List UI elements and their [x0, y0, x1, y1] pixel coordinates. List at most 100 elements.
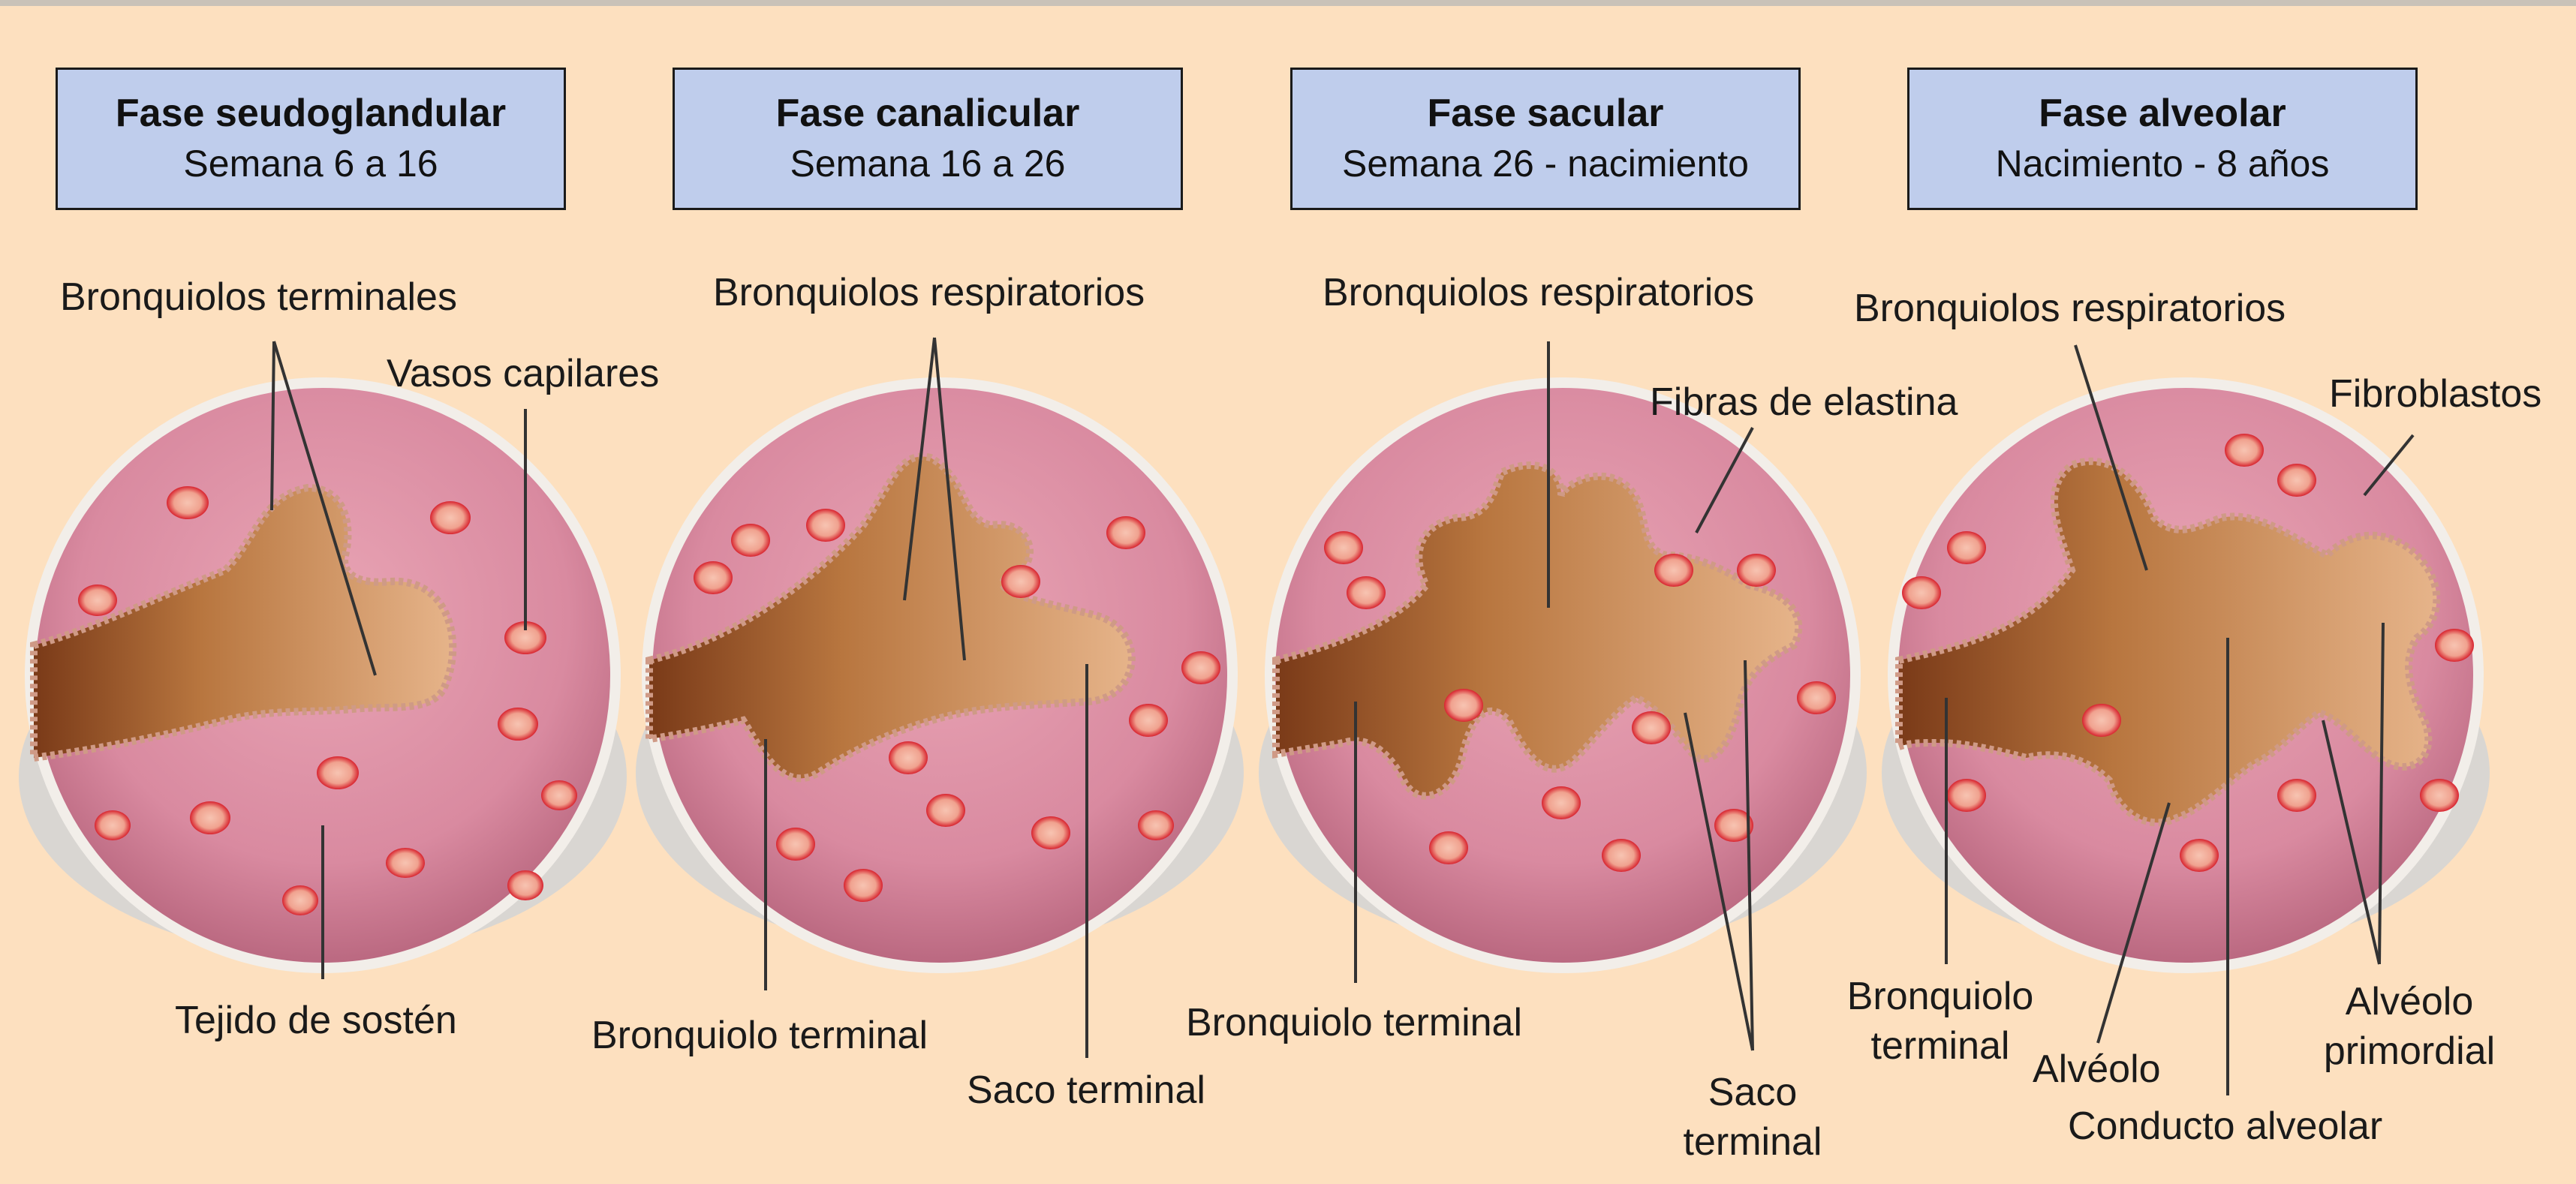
capillary-vessel	[1797, 681, 1836, 714]
panel-4-illustration	[1882, 344, 2490, 1095]
capillary-vessel	[1001, 565, 1040, 598]
capillary-vessel	[2277, 779, 2316, 812]
capillary-vessel	[78, 584, 117, 616]
label-vasos-capilares: Vasos capilares	[387, 352, 660, 395]
phase-header-sacular: Fase sacular Semana 26 - nacimiento	[1290, 68, 1801, 210]
capillary-vessel	[2435, 629, 2474, 662]
capillary-vessel	[430, 501, 471, 534]
label-tejido-sosten: Tejido de sostén	[175, 999, 457, 1042]
panel-4-capillaries	[1902, 434, 2474, 872]
capillary-vessel	[317, 756, 359, 789]
leader-line	[270, 341, 275, 511]
phase-header-seudoglandular: Fase seudoglandular Semana 6 a 16	[56, 68, 566, 210]
label-bronquiolo-terminal: Bronquiolo terminal	[1186, 1001, 1523, 1044]
capillary-vessel	[1324, 531, 1363, 564]
capillary-vessel	[1181, 651, 1220, 684]
leader-line	[2322, 720, 2381, 965]
label-saco-terminal: Saco terminal	[967, 1068, 1205, 1112]
phase-title: Fase seudoglandular	[115, 92, 507, 135]
label-fibras-elastina: Fibras de elastina	[1650, 380, 1958, 424]
capillary-vessel	[844, 869, 883, 902]
capillary-vessel	[1031, 816, 1070, 849]
capillary-vessel	[1902, 576, 1941, 609]
capillary-vessel	[1542, 786, 1581, 819]
capillary-vessel	[1602, 839, 1641, 872]
label-saco-terminal: Saco terminal	[1678, 1068, 1828, 1167]
phase-period: Semana 6 a 16	[183, 143, 438, 185]
capillary-vessel	[1444, 689, 1483, 722]
label-line: Alvéolo	[2345, 980, 2474, 1023]
phase-period: Nacimiento - 8 años	[1995, 143, 2330, 185]
label-line: terminal	[1870, 1024, 2010, 1068]
phase-title: Fase sacular	[1427, 92, 1664, 135]
capillary-vessel	[1138, 810, 1174, 840]
panel-2-airway	[646, 452, 1136, 783]
capillary-vessel	[1129, 704, 1168, 737]
label-line: Saco	[1708, 1071, 1798, 1114]
phase-title: Fase alveolar	[2039, 92, 2286, 135]
panel-3-capillaries	[1324, 531, 1836, 872]
label-bronquiolo-terminal: Bronquiolo terminal	[1831, 972, 2049, 1071]
label-bronquiolo-terminal: Bronquiolo terminal	[591, 1014, 928, 1057]
capillary-vessel	[1737, 554, 1776, 587]
label-bronquiolos-respiratorios: Bronquiolos respiratorios	[713, 271, 1145, 314]
capillary-vessel	[1654, 554, 1693, 587]
leader-line	[1744, 660, 1754, 1051]
capillary-vessel	[507, 870, 543, 900]
phase-header-canalicular: Fase canalicular Semana 16 a 26	[673, 68, 1183, 210]
label-line: terminal	[1683, 1120, 1822, 1164]
panel-1-airway	[30, 483, 457, 762]
capillary-vessel	[504, 621, 546, 654]
leader-line	[1695, 427, 1754, 533]
panel-3-airway	[1272, 461, 1803, 800]
capillary-vessel	[806, 509, 845, 542]
panel-2-capillaries	[694, 509, 1220, 902]
leader-line	[903, 337, 936, 601]
panel-4-leader-lines	[1945, 344, 2415, 1095]
label-alveolo-primordial: Alvéolo primordial	[2312, 977, 2507, 1076]
panel-1-leader-lines	[270, 341, 527, 979]
capillary-vessel	[1947, 531, 1986, 564]
panel-1-capillaries	[78, 486, 577, 915]
panel-3-illustration	[1259, 341, 1867, 1051]
capillary-vessel	[498, 708, 538, 741]
leader-line	[2378, 622, 2385, 965]
label-conducto-alveolar: Conducto alveolar	[2068, 1104, 2383, 1148]
leader-line	[2096, 802, 2171, 1044]
capillary-vessel	[2225, 434, 2264, 467]
leader-line	[2074, 344, 2148, 571]
capillary-vessel	[1429, 831, 1468, 864]
leader-line	[272, 341, 377, 676]
phase-period: Semana 26 - nacimiento	[1342, 143, 1749, 185]
panel-2-leader-lines	[764, 337, 1088, 1058]
capillary-vessel	[2082, 704, 2121, 737]
label-fibroblastos: Fibroblastos	[2329, 372, 2542, 416]
capillary-vessel	[2277, 464, 2316, 497]
panel-2-illustration	[636, 337, 1244, 1058]
capillary-vessel	[2180, 839, 2219, 872]
capillary-vessel	[282, 885, 318, 915]
capillary-vessel	[1714, 809, 1753, 842]
panel-3-leader-lines	[1354, 341, 1754, 1051]
capillary-vessel	[694, 561, 733, 594]
label-line: Bronquiolo	[1846, 975, 2034, 1018]
label-bronquiolos-terminales: Bronquiolos terminales	[60, 275, 457, 319]
capillary-vessel	[386, 848, 425, 878]
capillary-vessel	[889, 741, 928, 774]
capillary-vessel	[731, 524, 770, 557]
phase-period: Semana 16 a 26	[790, 143, 1066, 185]
capillary-vessel	[95, 810, 131, 840]
capillary-vessel	[926, 794, 965, 827]
label-bronquiolos-respiratorios: Bronquiolos respiratorios	[1854, 287, 2286, 330]
leader-line	[933, 337, 966, 661]
phase-title: Fase canalicular	[775, 92, 1080, 135]
leader-line	[2363, 434, 2415, 497]
panel-1-illustration	[19, 341, 627, 979]
leader-line	[1684, 712, 1754, 1051]
phase-header-alveolar: Fase alveolar Nacimiento - 8 años	[1907, 68, 2418, 210]
capillary-vessel	[1632, 711, 1671, 744]
capillary-vessel	[190, 801, 230, 834]
capillary-vessel	[2420, 779, 2459, 812]
